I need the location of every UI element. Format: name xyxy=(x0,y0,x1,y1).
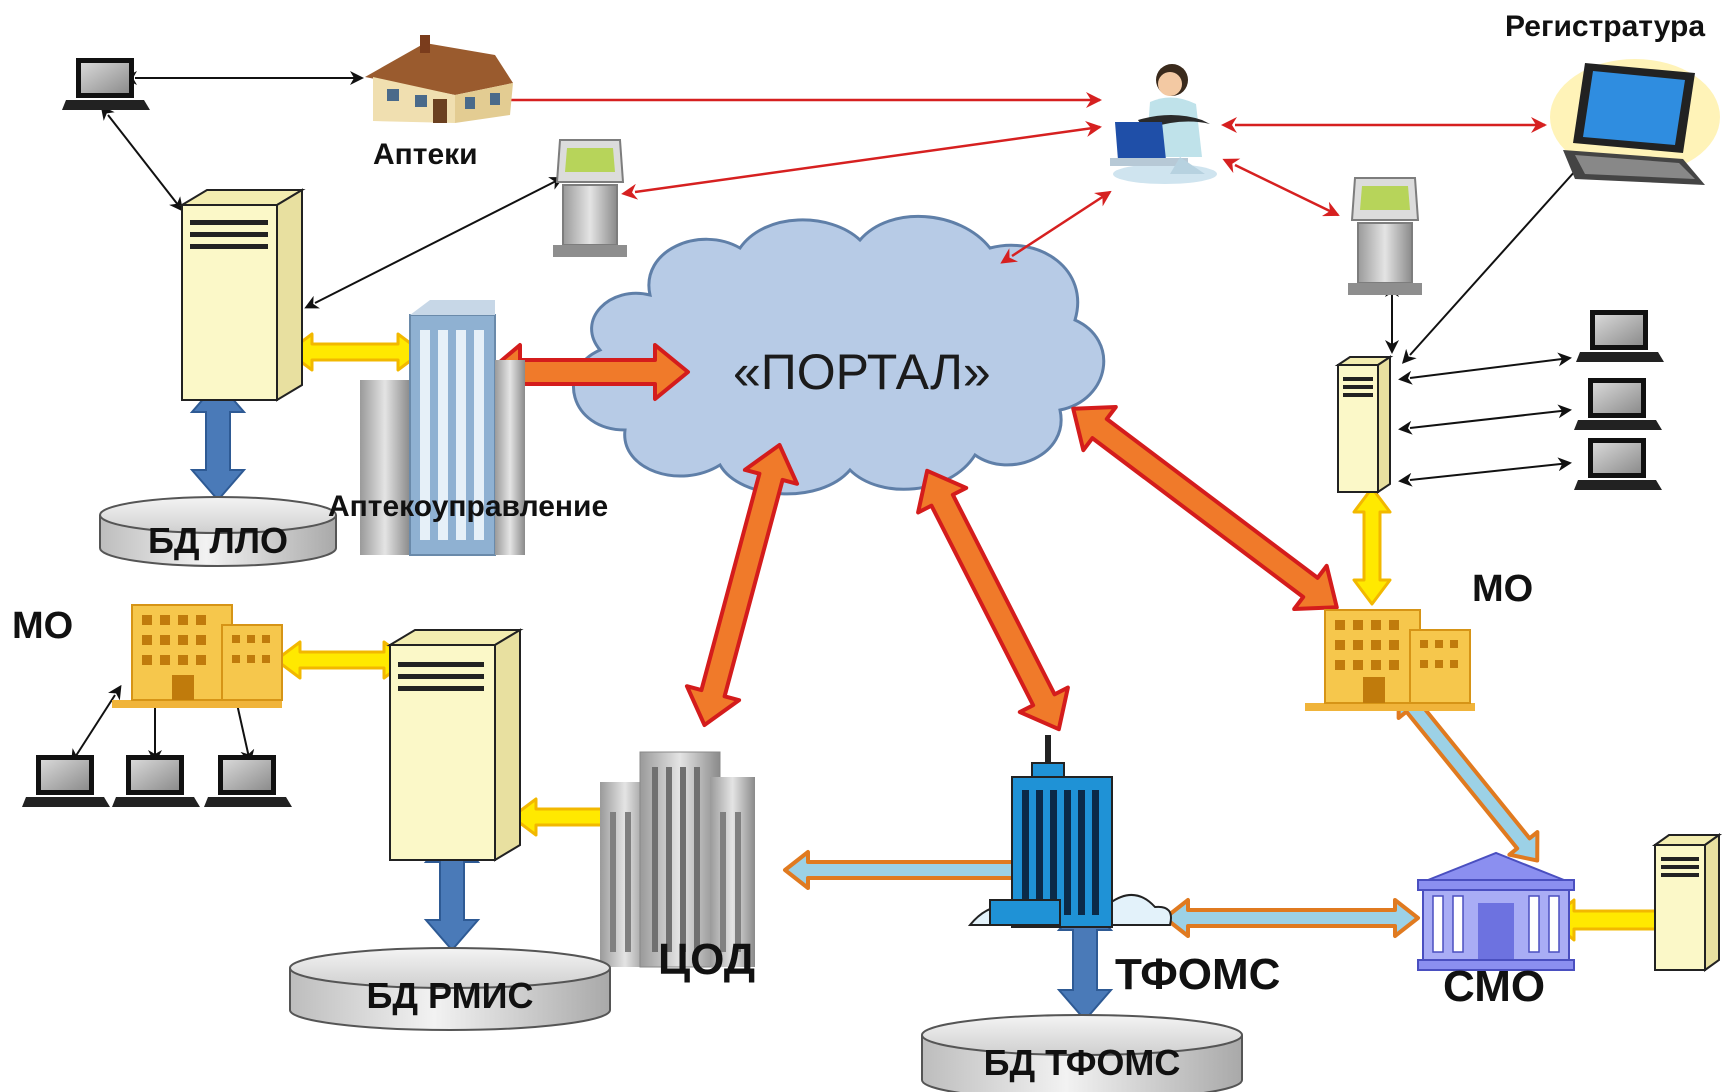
laptop-icon xyxy=(1574,438,1662,490)
tfoms-label: ТФОМС xyxy=(1115,950,1281,999)
aptekoupravlenie-label: Аптекоуправление xyxy=(328,490,609,523)
server-icon xyxy=(1651,833,1723,972)
office-building-icon xyxy=(360,300,525,556)
laptop-icon xyxy=(1576,310,1664,362)
server-icon xyxy=(386,628,524,862)
laptop-icon xyxy=(1574,378,1662,430)
laptop-icon xyxy=(112,755,200,807)
db-llo-label: БД ЛЛО xyxy=(147,520,289,561)
skyscraper-icon xyxy=(967,735,1172,928)
laptop-icon xyxy=(62,58,150,110)
cod-label: ЦОД xyxy=(658,935,756,984)
registratura-label: Регистратура xyxy=(1505,10,1706,43)
operator-woman-icon xyxy=(1110,64,1217,184)
arrow-portal-cod xyxy=(684,442,800,728)
server-icon xyxy=(178,188,306,402)
arrow-mo-left-rmis-server xyxy=(274,640,410,680)
kiosk-icon xyxy=(1348,177,1422,295)
mo-left-label: МО xyxy=(12,605,74,647)
red-connections xyxy=(491,92,1547,264)
smo-label: СМО xyxy=(1443,962,1546,1011)
registratura-laptop-icon xyxy=(1550,59,1720,185)
laptop-icon xyxy=(22,755,110,807)
kiosk-icon xyxy=(553,139,627,257)
arrow-portal-tfoms xyxy=(916,468,1070,732)
arrow-llo-server-aptekoupravlenie xyxy=(286,332,424,372)
apteki-label: Аптеки xyxy=(373,138,478,171)
arrow-portal-mo-right xyxy=(1071,404,1339,612)
portal-label: «ПОРТАЛ» xyxy=(733,344,991,400)
database-cylinder-icon xyxy=(921,1014,1243,1092)
hospital-icon xyxy=(112,604,283,708)
hospital-icon xyxy=(1305,609,1475,711)
laptop-icon xyxy=(204,755,292,807)
mo-right-label: МО xyxy=(1472,568,1534,610)
arrow-cod-tfoms xyxy=(783,850,1040,890)
portal-cloud-icon xyxy=(572,214,1106,496)
arrow-mo-right-server-building xyxy=(1352,486,1392,606)
server-icon xyxy=(1334,355,1394,494)
database-cylinder-icon xyxy=(99,496,337,567)
db-rmis-label: БД РМИС xyxy=(366,975,534,1016)
cod-building-icon xyxy=(600,751,755,968)
black-connections xyxy=(70,71,1587,764)
arrow-tfoms-smo xyxy=(1163,898,1420,938)
db-tfoms-label: БД ТФОМС xyxy=(983,1042,1181,1083)
house-icon xyxy=(365,35,513,123)
database-cylinder-icon xyxy=(289,947,611,1031)
classical-building-icon xyxy=(1417,851,1575,971)
